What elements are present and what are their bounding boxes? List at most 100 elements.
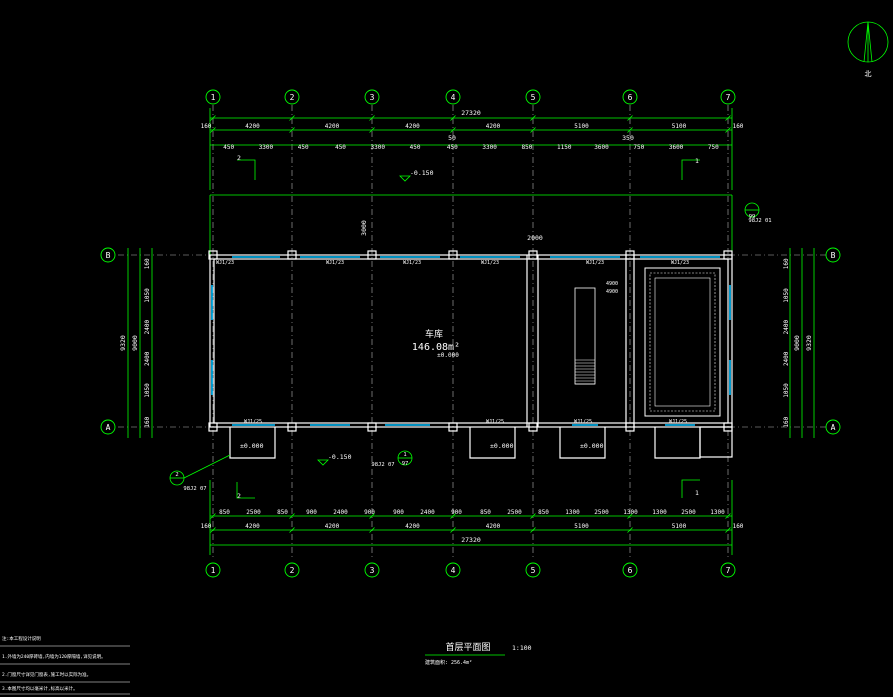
column-10	[625, 250, 635, 260]
section-mark-2: 1	[695, 157, 699, 165]
dim-top-bay-0: 4200	[245, 123, 260, 130]
note-line-1: 1.外墙为240厚砖墙,内墙为120厚隔墙,详见说明。	[2, 653, 106, 660]
dimension-texts: 27320 27320 9320 9000 9320 9000 2000 300…	[119, 109, 813, 544]
door-tag-0: WJ1/25	[244, 419, 262, 425]
area-note: 建筑面积: 256.4m²	[425, 659, 472, 666]
building-walls	[209, 254, 733, 459]
section-mark-3: 2	[237, 492, 241, 500]
windows	[211, 256, 731, 426]
svg-text:1: 1	[211, 93, 216, 102]
axis-bubble-bottom-4: 4	[445, 562, 461, 578]
dim-top-window-5: 450	[410, 144, 421, 151]
dim-top-bay-4: 5100	[574, 123, 589, 130]
dim-bottom-bay-0: 4200	[245, 523, 260, 530]
svg-text:7: 7	[726, 93, 731, 102]
axis-bubble-left-B: B	[100, 247, 116, 263]
level-mark-top	[399, 175, 411, 182]
column-11	[625, 422, 635, 432]
dim-top-window-11: 750	[633, 144, 644, 151]
dim-bottom-bay-1: 4200	[325, 523, 340, 530]
dim-bottom-window-17: 1300	[710, 509, 725, 516]
detail-num-1: 99	[749, 214, 756, 220]
dim-bottom-window-16: 2500	[681, 509, 696, 516]
dim-top-extra-2: 350	[622, 134, 634, 142]
column-7	[448, 422, 458, 432]
level-markers: -0.150 -0.150 ±0.000 ±0.000 ±0.000	[240, 169, 604, 466]
svg-text:7: 7	[726, 566, 731, 575]
dim-right-part-0: 160	[783, 258, 790, 269]
stair-treads	[575, 359, 595, 385]
dim-bottom-window-8: 900	[451, 509, 462, 516]
structural-columns	[208, 250, 733, 432]
stair-tag-0: 4900	[606, 281, 618, 287]
dim-bottom-window-1: 2500	[246, 509, 261, 516]
dim-bottom-window-9: 850	[480, 509, 491, 516]
svg-text:1: 1	[211, 566, 216, 575]
dim-top-window-2: 450	[298, 144, 309, 151]
dim-top-window-9: 1150	[557, 144, 572, 151]
svg-text:6: 6	[628, 566, 633, 575]
dim-bottom-bay-2: 4200	[405, 523, 420, 530]
section-mark-4: 1	[695, 489, 699, 497]
room-area: 146.08m²	[412, 342, 460, 353]
dim-bottom-bay-3: 4200	[486, 523, 501, 530]
column-13	[723, 422, 733, 432]
window-tag-4: WJ1/23	[586, 260, 604, 266]
axis-bubble-top-6: 6	[622, 89, 638, 105]
dim-top-bay-3: 4200	[486, 123, 501, 130]
svg-text:2: 2	[290, 93, 295, 102]
svg-text:2: 2	[290, 566, 295, 575]
title-block: 首层平面图 1:100 建筑面积: 256.4m²	[425, 641, 532, 666]
dim-top-window-0: 450	[223, 144, 234, 151]
dim-top-bay-2: 4200	[405, 123, 420, 130]
drawing-scale: 1:100	[512, 644, 532, 652]
svg-text:5: 5	[531, 93, 536, 102]
column-5	[367, 422, 377, 432]
window-tag-3: WJ1/23	[481, 260, 499, 266]
axis-bubble-right-A: A	[825, 419, 841, 435]
svg-text:4: 4	[451, 566, 456, 575]
detail-num-3: 97	[402, 461, 409, 467]
note-line-0: 注:本工程设计说明	[2, 635, 41, 642]
dim-top-extra-1: 50	[448, 134, 456, 142]
section-mark-labels: 2 1 2 1	[237, 154, 699, 500]
dim-bottom-window-2: 850	[277, 509, 288, 516]
dim-bottom-window-5: 900	[364, 509, 375, 516]
column-6	[448, 250, 458, 260]
dimension-lines	[127, 21, 889, 555]
dim-bottom-window-6: 900	[393, 509, 404, 516]
raised-platform	[644, 267, 721, 417]
column-9	[528, 422, 538, 432]
axis-bubble-bottom-2: 2	[284, 562, 300, 578]
axis-bubble-top-7: 7	[720, 89, 736, 105]
dim-right-part-2: 2400	[783, 320, 790, 335]
dim-top-total: 27320	[461, 109, 481, 117]
axis-bubble-right-B: B	[825, 247, 841, 263]
column-2	[287, 250, 297, 260]
axis-bubble-bottom-6: 6	[622, 562, 638, 578]
dim-top-window-13: 750	[708, 144, 719, 151]
detail-ref-top: 98J2 01	[748, 218, 771, 224]
axis-bubble-left-A: A	[100, 419, 116, 435]
column-3	[287, 422, 297, 432]
svg-text:B: B	[831, 251, 836, 260]
dim-bottom-window-0: 850	[219, 509, 230, 516]
column-8	[528, 250, 538, 260]
dim-bottom-window-11: 850	[538, 509, 549, 516]
detail-ref-left: 98J2 07	[183, 486, 206, 492]
detail-references	[169, 202, 760, 486]
note-line-2: 2.门窗尺寸详见门窗表,施工时以实际为准。	[2, 671, 91, 678]
axis-bubble-top-5: 5	[525, 89, 541, 105]
dim-left-part-2: 2400	[144, 320, 151, 335]
svg-text:5: 5	[531, 566, 536, 575]
axis-bubble-bottom-7: 7	[720, 562, 736, 578]
dim-right-total: 9320	[805, 335, 813, 351]
door-level-1: ±0.000	[240, 442, 264, 450]
window-tag-0: WJ1/23	[216, 260, 234, 266]
section-mark-1: 2	[237, 154, 241, 162]
svg-text:6: 6	[628, 93, 633, 102]
dim-right-part-3: 2400	[783, 351, 790, 366]
